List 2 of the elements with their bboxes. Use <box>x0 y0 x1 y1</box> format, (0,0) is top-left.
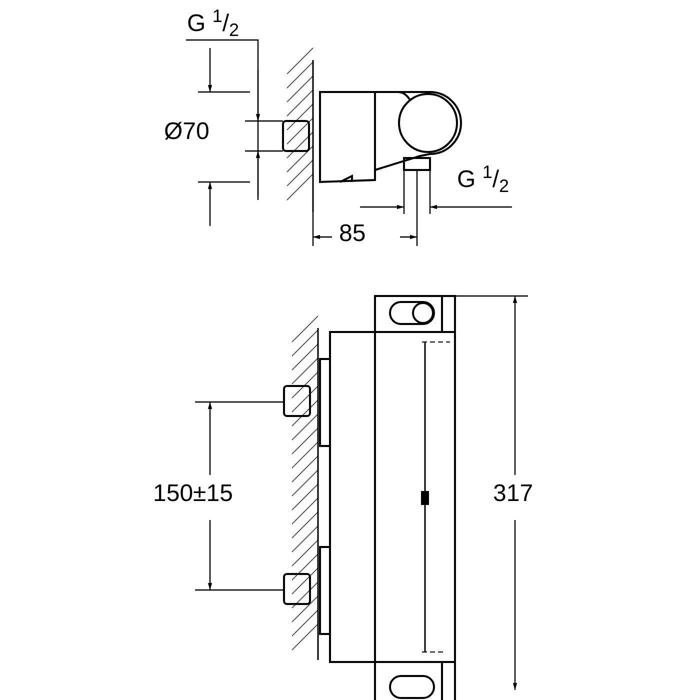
dimension-label: G $^{1}$/$_{2}$ <box>186 12 240 36</box>
dimension-label: G $^{1}$/$_{2}$ <box>456 168 510 192</box>
